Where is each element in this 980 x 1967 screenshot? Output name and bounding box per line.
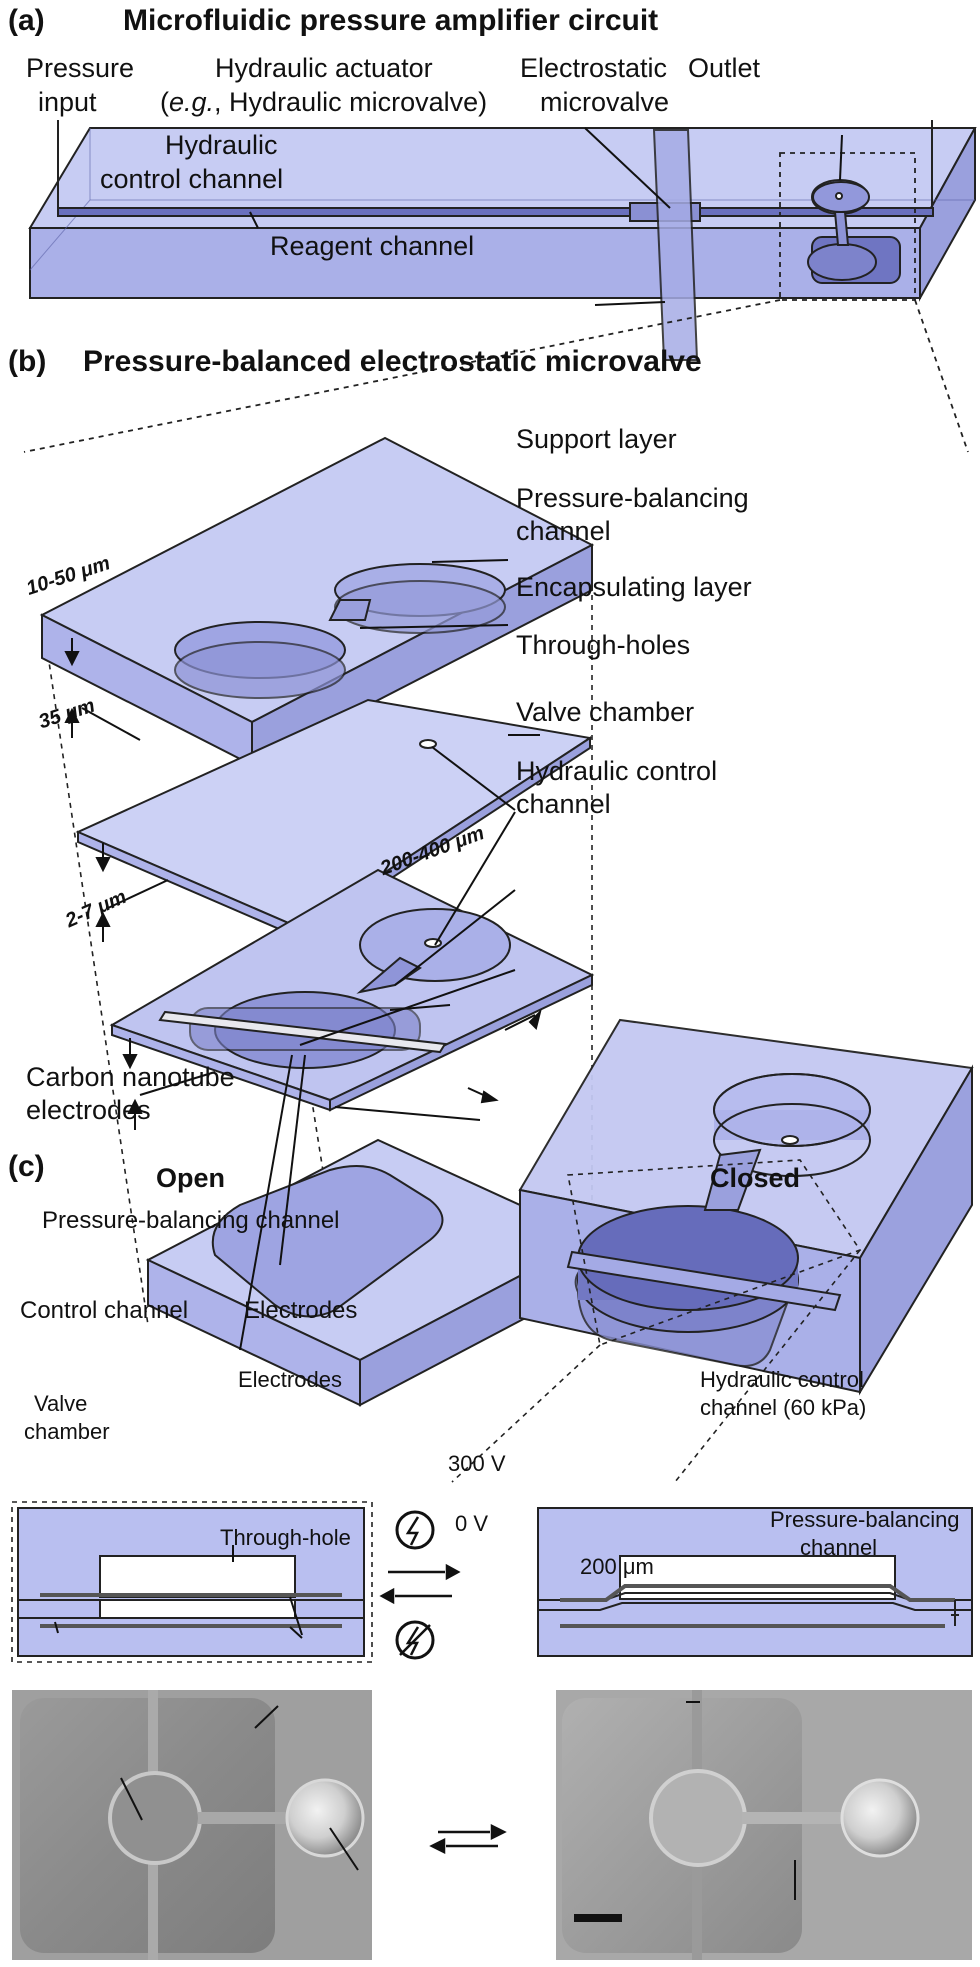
photo-label-valve-1: Valve [34, 1391, 88, 1416]
photo-label-hcc-1: Hydraulic control [700, 1367, 864, 1392]
label-electrodes-c: Electrodes [244, 1297, 358, 1324]
label-pressure-input-2: input [38, 87, 97, 117]
substrate-layer [145, 1138, 595, 1407]
photo-label-pbc-2: channel [800, 1535, 878, 1560]
label-pbc-c: Pressure-balancing channel [42, 1207, 340, 1234]
label-hydraulic-actuator-1: Hydraulic actuator [215, 53, 433, 83]
panel-b-title: Pressure-balanced electrostatic microval… [83, 345, 702, 378]
label-outlet: Outlet [688, 53, 761, 83]
label-cnt-1: Carbon nanotube [26, 1062, 235, 1092]
label-open: Open [156, 1163, 226, 1193]
voltage-on: 300 V [448, 1451, 506, 1476]
label-hcc-b-1: Hydraulic control [516, 756, 718, 786]
label-electrostatic-2: microvalve [540, 87, 670, 117]
open-section [17, 1507, 365, 1657]
label-hydraulic-control-2: control channel [100, 164, 284, 194]
label-valve-chamber: Valve chamber [516, 697, 695, 727]
label-encapsulating-layer: Encapsulating layer [516, 572, 752, 602]
label-support-layer: Support layer [516, 424, 677, 454]
voltage-arrows [429, 1823, 507, 1855]
photo-label-valve-2: chamber [24, 1419, 110, 1444]
voltage-off: 0 V [455, 1511, 489, 1536]
amplifier-device [28, 127, 977, 302]
photo-label-through-hole: Through-hole [220, 1525, 351, 1550]
photo-label-hcc-2: channel (60 kPa) [700, 1395, 867, 1420]
closed-section [537, 1507, 973, 1657]
panel-b-letter: (b) [8, 345, 47, 378]
label-through-holes: Through-holes [516, 630, 691, 660]
label-pbc-1: Pressure-balancing [516, 483, 749, 513]
panel-a-title: Microfluidic pressure amplifier circuit [123, 4, 659, 37]
label-pressure-input-1: Pressure [26, 53, 135, 83]
leaders-a [249, 127, 843, 306]
photo-label-electrodes: Electrodes [238, 1367, 342, 1392]
label-reagent-channel: Reagent channel [270, 231, 475, 261]
assembled-valve [518, 1018, 974, 1396]
label-cnt-2: electrodes [26, 1095, 151, 1125]
photo-leaders [120, 1701, 796, 1900]
leaders-b [239, 559, 540, 1351]
electrostatic-microvalve-a [807, 179, 901, 284]
zoom-outline-a [23, 152, 969, 453]
scale-bar-label: 200 μm [580, 1554, 654, 1579]
leaders-c [54, 1545, 303, 1639]
label-hcc-b-2: channel [516, 789, 611, 819]
switch-arrows [379, 1563, 461, 1605]
label-closed: Closed [710, 1163, 801, 1193]
switch-icons [395, 1510, 435, 1660]
panel-c-letter: (c) [8, 1150, 45, 1183]
label-electrostatic-1: Electrostatic [520, 53, 668, 83]
label-control-channel-c: Control channel [20, 1297, 189, 1324]
label-hydraulic-actuator-2: (e.g., Hydraulic microvalve) [160, 87, 488, 117]
photo-closed [556, 1690, 972, 1960]
photo-label-pbc-1: Pressure-balancing [770, 1507, 960, 1532]
closeup-links [451, 1159, 862, 1483]
label-hydraulic-control-1: Hydraulic [165, 130, 278, 160]
label-pbc-2: channel [516, 516, 611, 546]
panel-a-letter: (a) [8, 4, 45, 37]
support-layer [39, 436, 595, 767]
open-dashed-frame [11, 1501, 373, 1663]
membrane-layer [109, 868, 595, 1112]
photo-open [12, 1690, 372, 1960]
